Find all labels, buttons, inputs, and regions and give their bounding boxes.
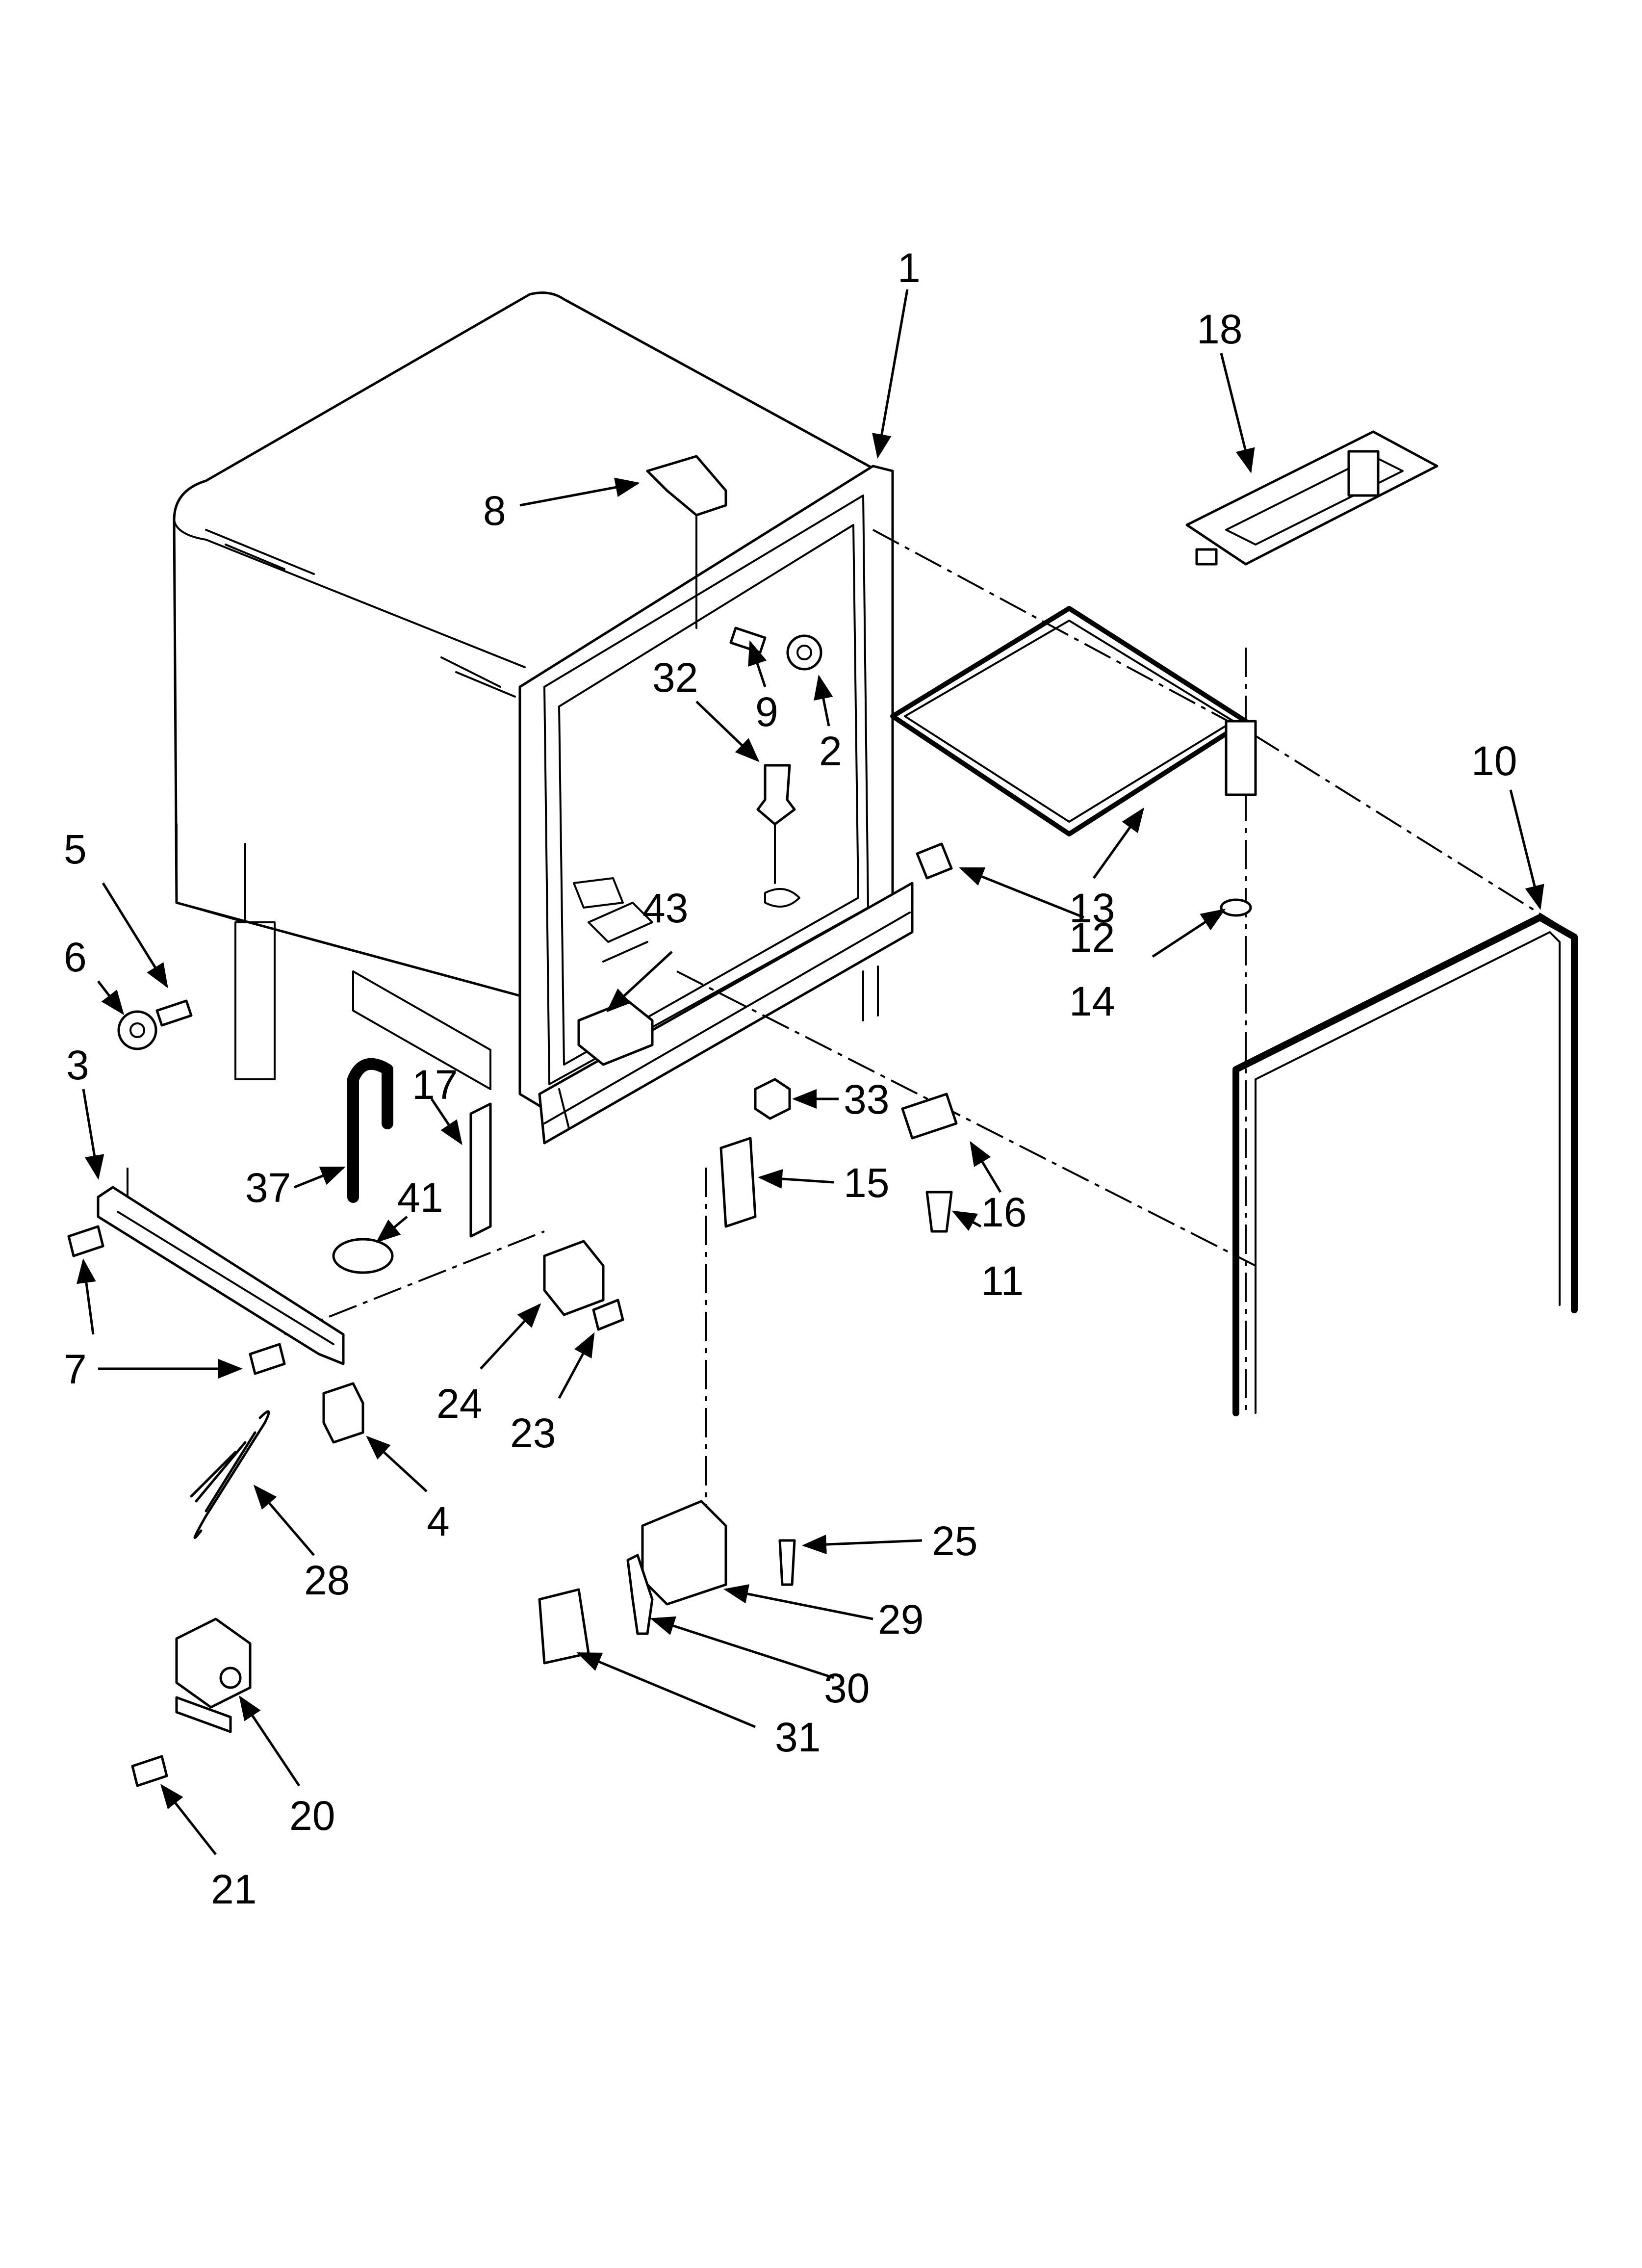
part-41-clamp-icon xyxy=(332,1238,394,1274)
callout-11: 11 xyxy=(981,1258,1024,1304)
leader-arrows xyxy=(77,289,1544,1855)
callout-5: 5 xyxy=(64,826,87,872)
part-16-switch-icon xyxy=(901,1093,958,1140)
callout-7b: 7 xyxy=(64,1346,87,1392)
part-4-leveler-icon xyxy=(322,1382,364,1444)
callout-1: 1 xyxy=(898,245,921,291)
part-29-latch-icon xyxy=(641,1500,727,1606)
callout-17: 17 xyxy=(412,1062,458,1108)
callout-6: 6 xyxy=(64,934,87,980)
callout-30: 30 xyxy=(824,1665,870,1711)
callout-33: 33 xyxy=(844,1076,889,1122)
callout-20: 20 xyxy=(289,1793,335,1839)
callout-3: 3 xyxy=(66,1042,89,1088)
part-18-cover-icon xyxy=(1185,430,1438,566)
part-7-screw-right-icon xyxy=(249,1343,286,1375)
callout-18: 18 xyxy=(1197,306,1242,352)
part-5-screw-icon xyxy=(155,999,193,1027)
part-24-terminal-block-icon xyxy=(543,1240,605,1316)
part-2-fitting-icon xyxy=(786,634,822,671)
part-3-rail-icon xyxy=(97,1186,345,1365)
callout-4: 4 xyxy=(427,1498,450,1544)
callout-16: 16 xyxy=(981,1189,1026,1235)
callout-29: 29 xyxy=(878,1596,924,1642)
part-20-valve-icon xyxy=(175,1617,252,1733)
callout-32: 32 xyxy=(652,654,698,701)
callout-15: 15 xyxy=(844,1160,889,1206)
callout-13: 13 xyxy=(1069,885,1115,931)
callout-37: 37 xyxy=(245,1165,291,1211)
callout-labels: 1 2 3 4 5 6 7 7 8 9 10 11 12 13 14 15 16… xyxy=(64,245,1517,1912)
callout-14: 14 xyxy=(1069,978,1115,1024)
part-12-clip-icon xyxy=(916,842,953,880)
part-8-bracket-icon xyxy=(646,455,727,517)
part-31-plate-icon xyxy=(538,1588,590,1665)
part-32-vent-icon xyxy=(756,764,796,826)
callout-24: 24 xyxy=(436,1381,482,1427)
part-25-screw-icon xyxy=(778,1539,796,1586)
part-17-strip-icon xyxy=(469,1102,492,1238)
part-28-spring-icon xyxy=(190,1410,270,1539)
part-6-washer-icon xyxy=(117,1010,157,1050)
tub-assembly xyxy=(173,291,914,1145)
callout-43: 43 xyxy=(642,885,688,931)
callout-10: 10 xyxy=(1471,738,1517,784)
callout-12: 12 xyxy=(1069,914,1115,961)
callout-23: 23 xyxy=(510,1410,556,1456)
callout-41: 41 xyxy=(397,1174,443,1221)
callout-9: 9 xyxy=(755,689,778,735)
callout-2: 2 xyxy=(819,728,842,774)
part-15-standoff-icon xyxy=(719,1137,757,1228)
part-33-nut-icon xyxy=(754,1078,791,1120)
part-21-screw-icon xyxy=(131,1755,168,1787)
callout-8: 8 xyxy=(483,488,506,534)
callout-28: 28 xyxy=(304,1557,350,1603)
part-11-screw-icon xyxy=(925,1191,953,1233)
part-14-washer-icon xyxy=(1220,898,1252,917)
callout-31: 31 xyxy=(775,1714,821,1760)
part-37-hose-icon xyxy=(347,1058,393,1203)
part-30-lever-icon xyxy=(626,1554,654,1635)
part-7-screw-left-icon xyxy=(67,1225,104,1257)
callout-7a: 7 xyxy=(64,1346,87,1392)
part-23-screw-icon xyxy=(592,1299,624,1331)
part-10-frame-icon xyxy=(1232,914,1578,1416)
callout-25: 25 xyxy=(932,1518,977,1564)
part-13-gasket-icon xyxy=(890,606,1257,836)
callout-21: 21 xyxy=(211,1866,257,1912)
